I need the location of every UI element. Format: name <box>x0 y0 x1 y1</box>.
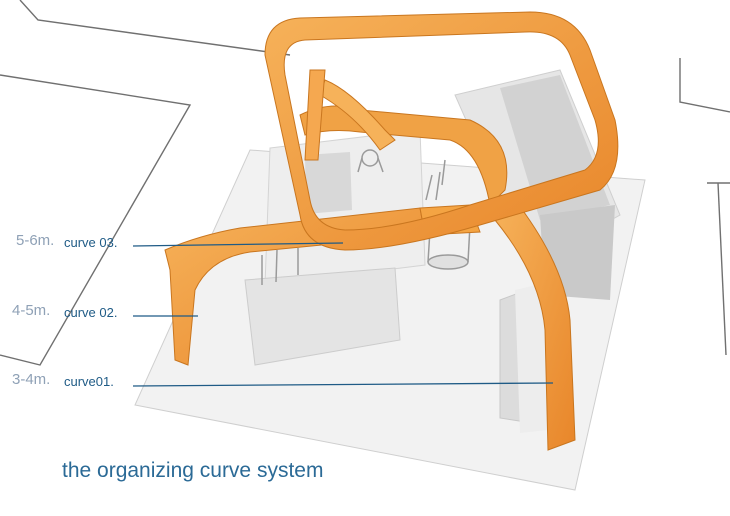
height-label-curve-02: 4-5m. <box>12 302 51 319</box>
height-label-curve-03: 5-6m. <box>16 232 55 249</box>
leader-curve-01 <box>132 382 554 387</box>
leader-curve-03 <box>132 242 344 247</box>
leader-lines <box>132 242 554 387</box>
front-walls <box>244 267 548 433</box>
diagram-caption: the organizing curve system <box>62 459 324 482</box>
height-label-curve-01: 3-4m. <box>12 371 51 388</box>
background-outlines <box>0 0 730 366</box>
curve-01-label: curve01. <box>64 374 114 389</box>
curve-02-ribbon <box>164 207 426 366</box>
curve-02-label: curve 02. <box>64 305 118 320</box>
furniture <box>261 149 471 285</box>
curve-01-ribbon <box>494 199 576 451</box>
curve-03-label: curve 03. <box>64 235 118 250</box>
curve-03-ribbon <box>264 11 619 251</box>
